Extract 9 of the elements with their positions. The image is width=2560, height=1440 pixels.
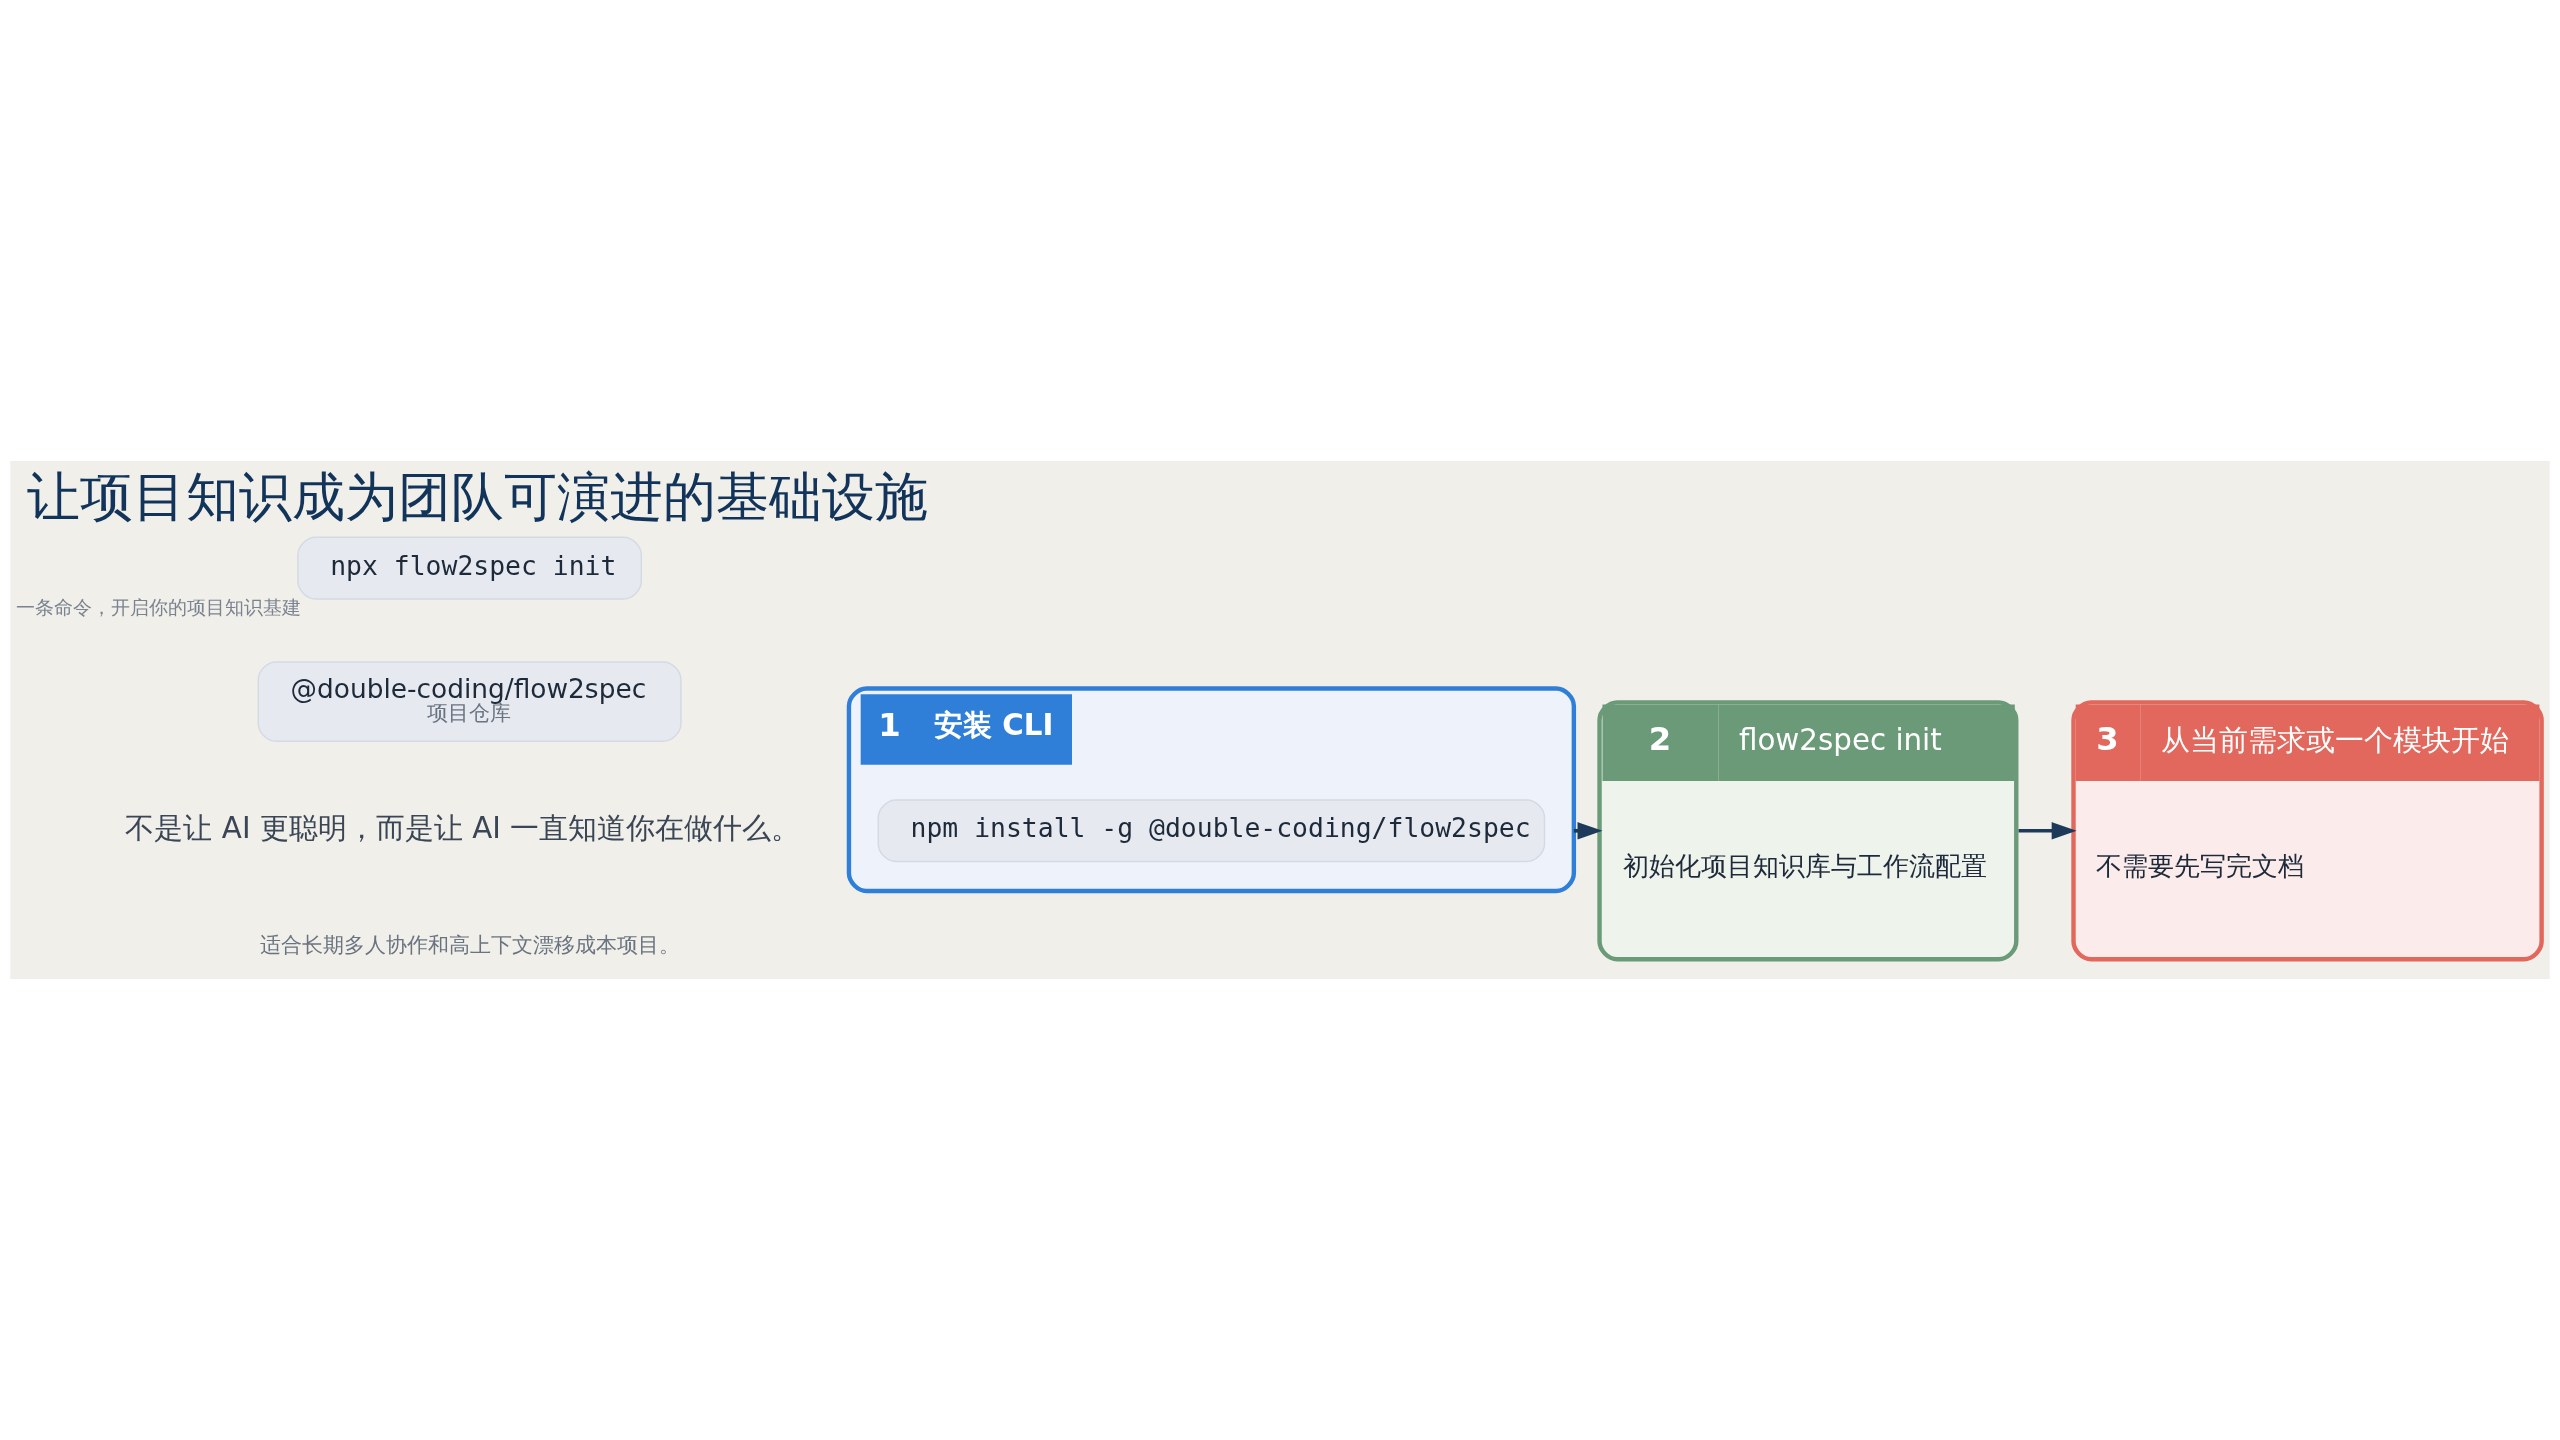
label: 不是让 AI 更聪明，而是让 AI 一直知道你在做什么。: [125, 811, 801, 846]
node-box: npx flow2spec init: [297, 536, 643, 600]
label: 适合长期多人协作和高上下文漂移成本项目。: [259, 933, 680, 958]
node-box: npm install -g @double-coding/flow2spec: [877, 799, 1546, 863]
node-box: @double-coding/flow2spec 项目仓库: [257, 661, 682, 742]
diagram-title: 让项目知识成为团队可演进的基础设施: [27, 466, 929, 527]
node-box: 3 从当前需求或一个模块开始 不需要先写完文档: [2071, 700, 2544, 962]
arrow: [2018, 822, 2077, 840]
node-box: 2 flow2spec init 初始化项目知识库与工作流配置: [1597, 700, 2019, 962]
